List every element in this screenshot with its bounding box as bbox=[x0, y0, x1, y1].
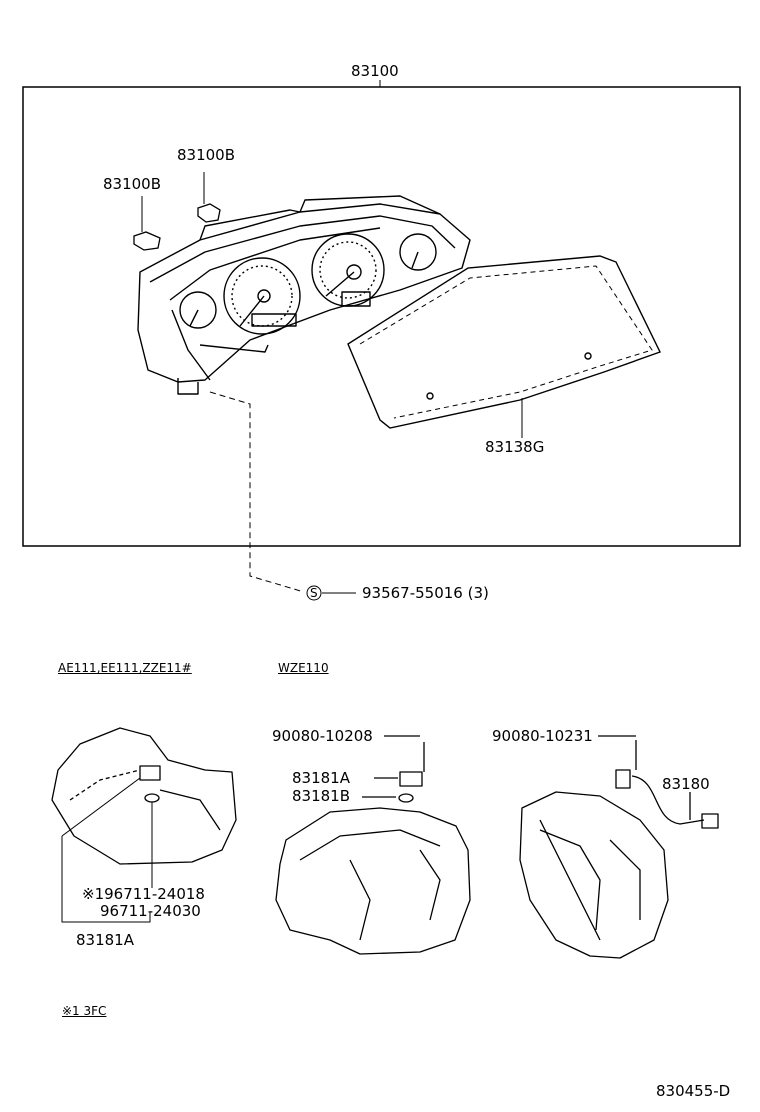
sensor-mid-a-label: 83181A bbox=[292, 769, 350, 787]
sensor-mid-b-label: 83181B bbox=[292, 787, 351, 805]
gasket-left-b-label: 96711-24030 bbox=[100, 902, 201, 920]
screw-label: 93567-55016 (3) bbox=[362, 584, 489, 602]
screw-leader bbox=[209, 391, 356, 601]
screw-symbol-label: S bbox=[310, 586, 318, 600]
lens-drawing bbox=[347, 255, 661, 438]
assembly-number-label: 83100 bbox=[351, 62, 399, 80]
clip-b-label: 83100B bbox=[177, 146, 236, 164]
model-left-label: AE111,EE111,ZZE11# bbox=[58, 661, 192, 675]
bolt-mid-label: 90080-10208 bbox=[272, 727, 373, 745]
clip-drawings bbox=[133, 172, 221, 251]
transmission-right-drawing bbox=[519, 735, 719, 959]
clip-a-label: 83100B bbox=[103, 175, 162, 193]
combination-meter-drawing bbox=[137, 195, 471, 395]
figure-code-label: 830455-D bbox=[656, 1082, 731, 1100]
bolt-right-label: 90080-10231 bbox=[492, 727, 593, 745]
transmission-middle-drawing bbox=[275, 735, 471, 955]
lens-label: 83138G bbox=[485, 438, 545, 456]
transmission-left-drawing bbox=[51, 727, 237, 923]
model-right-label: WZE110 bbox=[278, 661, 329, 675]
sensor-right-label: 83180 bbox=[662, 775, 710, 793]
gasket-left-a-label: ※196711-24018 bbox=[82, 885, 205, 903]
footnote-label: ※1 3FC bbox=[62, 1004, 107, 1018]
sensor-left-label: 83181A bbox=[76, 931, 134, 949]
assembly-frame bbox=[22, 80, 741, 547]
